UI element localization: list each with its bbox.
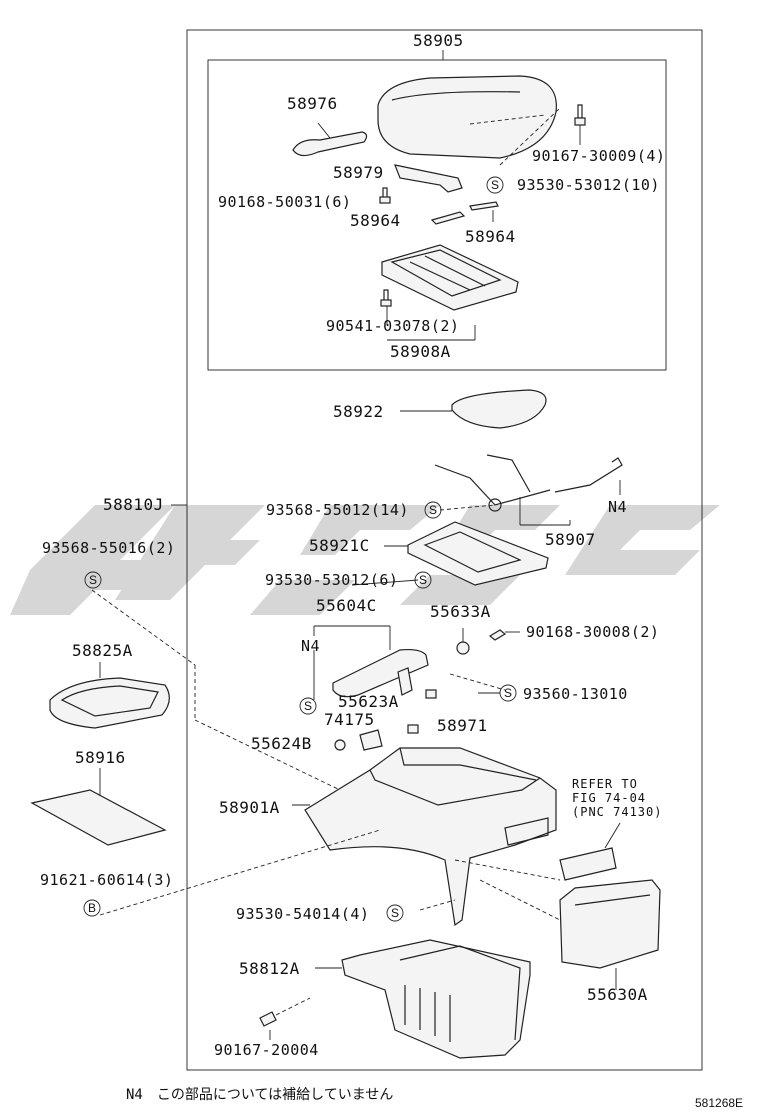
label-58901a: 58901A — [219, 798, 280, 817]
mat-58916-shape — [30, 789, 167, 846]
label-55624b: 55624B — [251, 734, 312, 753]
part-58964-b-shape — [469, 201, 499, 211]
s-symbol-7 — [386, 904, 404, 922]
lid-inner-tray-shape — [381, 244, 519, 311]
outer-frame — [186, 29, 703, 1071]
label-58964-a: 58964 — [350, 211, 401, 230]
lid-latch-shape — [394, 164, 463, 193]
armrest-group-box — [207, 59, 667, 371]
label-90168-50031: 90168-50031(6) — [218, 193, 352, 211]
label-93560-13010: 93560-13010 — [523, 685, 628, 703]
s-letter-6: S — [504, 686, 513, 700]
label-refer-3: (PNC 74130) — [572, 805, 663, 819]
label-93568-55012: 93568-55012(14) — [266, 501, 409, 519]
label-93530-53012-6: 93530-53012(6) — [265, 571, 399, 589]
s-symbol-1 — [486, 176, 504, 194]
label-93530-53012-10: 93530-53012(10) — [517, 176, 660, 194]
label-58812a: 58812A — [239, 959, 300, 978]
lock-rod-shape — [434, 454, 623, 512]
console-body-shape — [304, 747, 557, 927]
hinge-bracket-shape — [292, 131, 368, 157]
label-55630a: 55630A — [587, 985, 648, 1004]
label-refer-1: REFER TO — [572, 777, 638, 791]
label-58907: 58907 — [545, 530, 596, 549]
label-90541-03078: 90541-03078(2) — [326, 317, 460, 335]
label-91621-60614: 91621-60614(3) — [40, 871, 174, 889]
s-symbol-5 — [299, 697, 317, 715]
label-90168-30008: 90168-30008(2) — [526, 623, 660, 641]
label-55604c: 55604C — [316, 596, 377, 615]
label-58979: 58979 — [333, 163, 384, 182]
label-58921c: 58921C — [309, 536, 370, 555]
s-letter-2: S — [429, 503, 438, 517]
pad-shape — [451, 389, 547, 429]
label-90167-20004: 90167-20004 — [214, 1041, 319, 1059]
label-58922: 58922 — [333, 402, 384, 421]
footnote-n4: N4 この部品については補給していません — [126, 1087, 394, 1103]
s-letter-4: S — [89, 573, 98, 587]
symbols — [83, 176, 517, 922]
pocket-55630a-shape — [559, 879, 661, 969]
label-n4-a: N4 — [608, 498, 628, 516]
b-letter: B — [88, 901, 97, 915]
label-58971: 58971 — [437, 716, 488, 735]
tray-58921c-shape — [407, 521, 549, 586]
label-58810j: 58810J — [103, 495, 164, 514]
label-58964-b: 58964 — [465, 227, 516, 246]
label-58825a: 58825A — [72, 641, 133, 660]
screw-shapes — [379, 104, 586, 307]
armrest-lid-shape — [377, 75, 557, 159]
box-58812a-shape — [341, 939, 531, 1059]
label-refer-2: FIG 74-04 — [572, 791, 647, 805]
tray-58825a-shape — [49, 677, 170, 729]
s-letter-1: S — [491, 178, 500, 192]
label-93568-55016: 93568-55016(2) — [42, 539, 176, 557]
watermark-logo — [10, 505, 720, 615]
label-58916: 58916 — [75, 748, 126, 767]
box-55604c-shape — [332, 648, 429, 698]
label-93530-54014: 93530-54014(4) — [236, 905, 370, 923]
s-letter-5: S — [304, 699, 313, 713]
nut-shape — [456, 641, 470, 655]
s-symbol-2 — [424, 501, 442, 519]
s-letter-7: S — [391, 906, 400, 920]
label-58908a: 58908A — [390, 342, 451, 361]
label-55623a: 55623A — [338, 692, 399, 711]
s-symbol-4 — [84, 571, 102, 589]
drawing-code: 581268E — [695, 1096, 744, 1110]
label-58976: 58976 — [287, 94, 338, 113]
s-letter-3: S — [419, 573, 428, 587]
label-74175: 74175 — [324, 710, 375, 729]
bezel-shape — [559, 847, 617, 881]
label-55633a: 55633A — [430, 602, 491, 621]
label-58905: 58905 — [413, 31, 464, 50]
b-symbol — [83, 899, 101, 917]
part-58964-a-shape — [430, 211, 466, 225]
label-n4-b: N4 — [301, 637, 321, 655]
label-90167-30009: 90167-30009(4) — [532, 147, 666, 165]
